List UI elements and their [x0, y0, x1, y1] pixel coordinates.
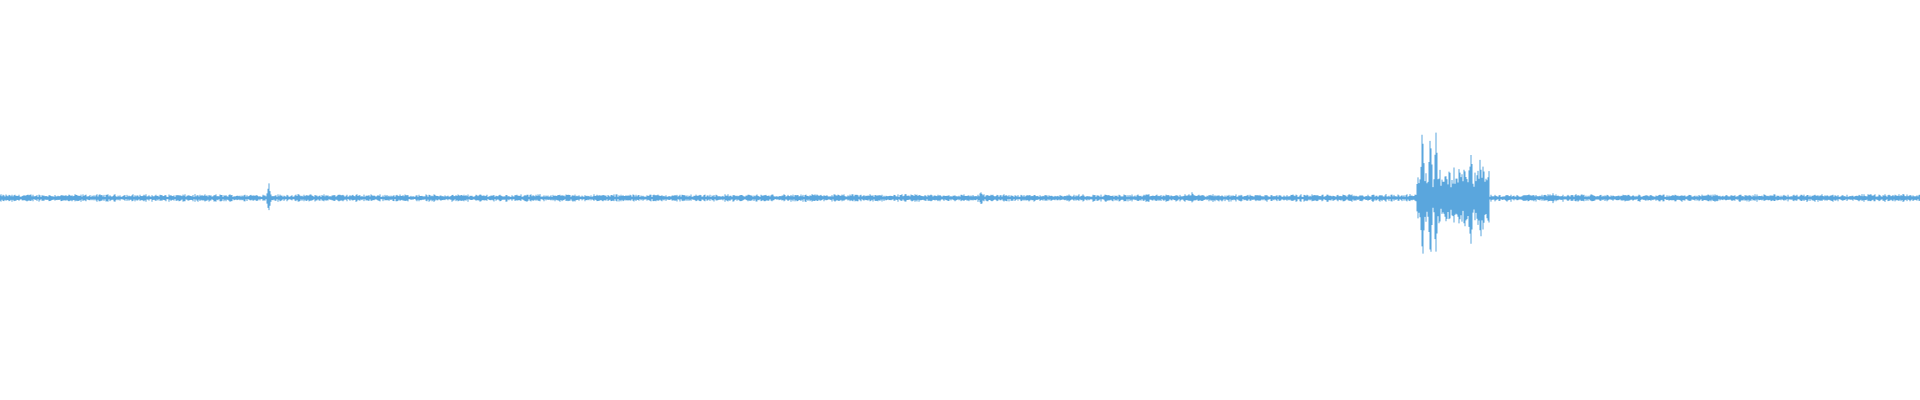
waveform-trace: [0, 132, 1920, 254]
